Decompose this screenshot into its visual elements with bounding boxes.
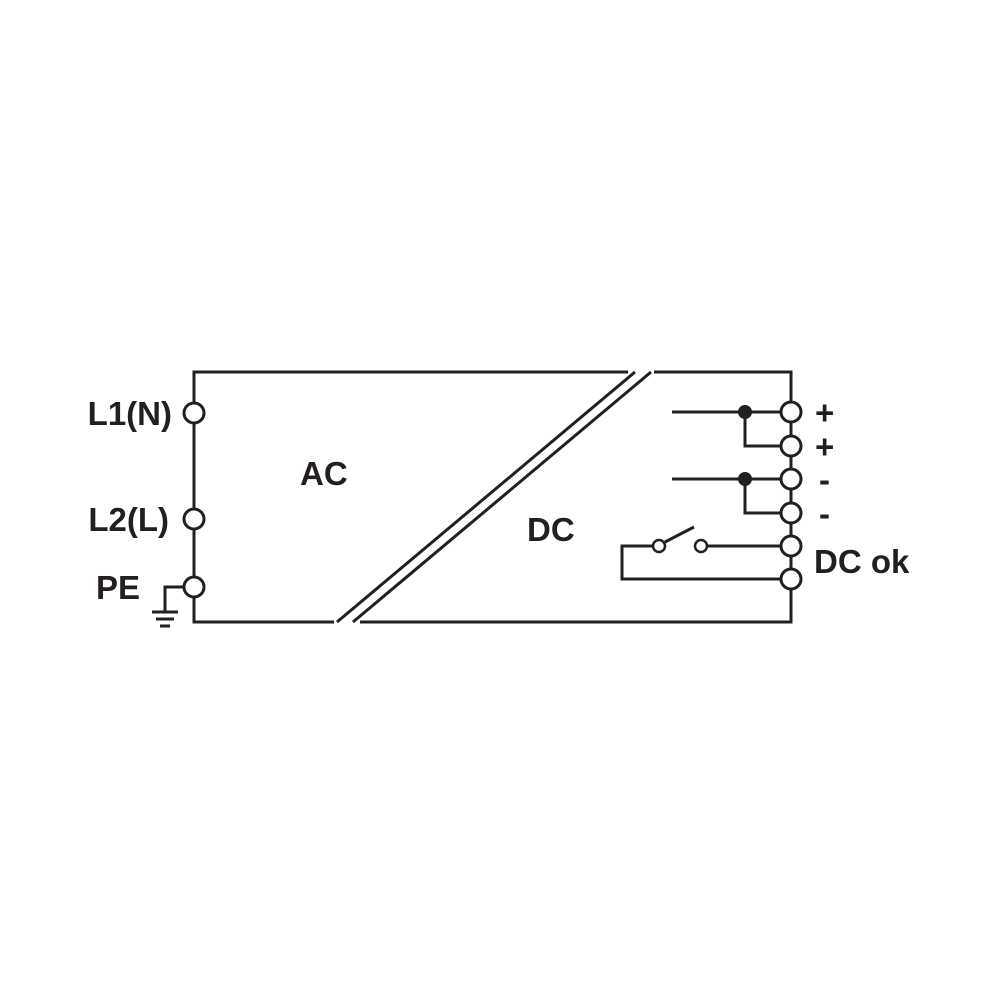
terminal-l2 — [182, 507, 206, 531]
dc-ok-contact-loop — [620, 544, 781, 581]
terminal-plus-1 — [779, 400, 803, 424]
l1-label: L1(N) — [88, 395, 172, 432]
plus-junction-dot — [738, 405, 752, 419]
terminal-minus-2 — [779, 501, 803, 525]
pe-label: PE — [96, 569, 140, 606]
plus-label-1: + — [815, 394, 834, 431]
ac-label: AC — [300, 455, 348, 492]
device-housing — [192, 370, 793, 624]
pe-ground-wire — [163, 585, 184, 612]
dc-ok-contact-point-1 — [651, 538, 667, 554]
terminal-minus-1 — [779, 467, 803, 491]
dc-ok-switch-blade — [664, 525, 695, 544]
minus-label-1: - — [819, 461, 830, 498]
terminal-l1 — [182, 401, 206, 425]
l2-label: L2(L) — [88, 501, 169, 538]
dc-ok-label: DC ok — [814, 543, 910, 580]
divider-gap-bottom — [334, 618, 360, 626]
dc-label: DC — [527, 511, 575, 548]
ac-dc-divider-right — [352, 370, 652, 624]
terminal-dc-ok-2 — [779, 567, 803, 591]
plus-label-2: + — [815, 428, 834, 465]
dc-ok-contact-point-2 — [693, 538, 709, 554]
terminal-plus-2 — [779, 434, 803, 458]
ac-dc-divider-left — [336, 370, 636, 624]
minus-bridge — [743, 479, 781, 515]
divider-gap-top — [628, 368, 654, 376]
minus-junction-dot — [738, 472, 752, 486]
terminal-pe — [182, 575, 206, 599]
plus-bridge — [743, 412, 781, 448]
minus-label-2: - — [819, 495, 830, 532]
terminal-dc-ok-1 — [779, 534, 803, 558]
